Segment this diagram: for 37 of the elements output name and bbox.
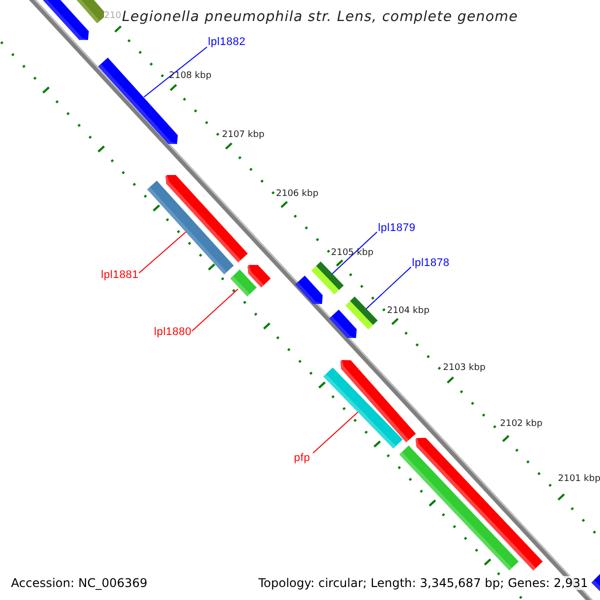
gene-bar (147, 180, 234, 274)
gene-feature (416, 438, 543, 570)
footer-text: Accession: NC_006369 (9, 576, 150, 590)
gene-feature (43, 0, 89, 40)
tick-label: 2106 kbp (276, 190, 318, 199)
tick-label: 2104 kbp (387, 307, 430, 316)
gene-feature (340, 360, 416, 442)
gene-label: lpl1882 (208, 37, 246, 48)
gene-feature (591, 573, 600, 592)
leader-line (192, 288, 238, 332)
tick-label: 2107 kbp (222, 131, 264, 140)
gene-feature (295, 276, 323, 304)
gene-label: lpl1881 (101, 270, 139, 281)
leader-line (138, 230, 188, 274)
leader-line (366, 266, 412, 310)
gene-feature (248, 264, 271, 288)
footer-text: Topology: circular; Length: 3,345,687 bp; Genes: 2,931 (256, 576, 590, 590)
gene-label: lpl1880 (154, 327, 192, 338)
tick-label: 210 (104, 12, 122, 21)
tick-label: 2103 kbp (443, 364, 486, 373)
tick-label: 2102 kbp (500, 420, 542, 429)
gene-label: lpl1878 (412, 258, 450, 269)
gene-feature (329, 310, 357, 338)
gene-bar (399, 446, 519, 570)
leader-line (332, 232, 378, 274)
tick-label: 2101 kbp (558, 475, 600, 484)
leader-line (144, 46, 208, 98)
title: Legionella pneumophila str. Lens, complete genome (122, 10, 518, 24)
gene-bar (230, 270, 257, 296)
gene-label: pfp (294, 453, 310, 464)
gene-bar (311, 262, 344, 294)
gene-bar (323, 368, 403, 448)
tick-label: 2108 kbp (169, 72, 212, 81)
gene-feature (166, 175, 248, 262)
gene-label: lpl1879 (378, 223, 416, 234)
tick-label: 2105 kbp (331, 249, 374, 258)
gene-bar (345, 296, 378, 330)
